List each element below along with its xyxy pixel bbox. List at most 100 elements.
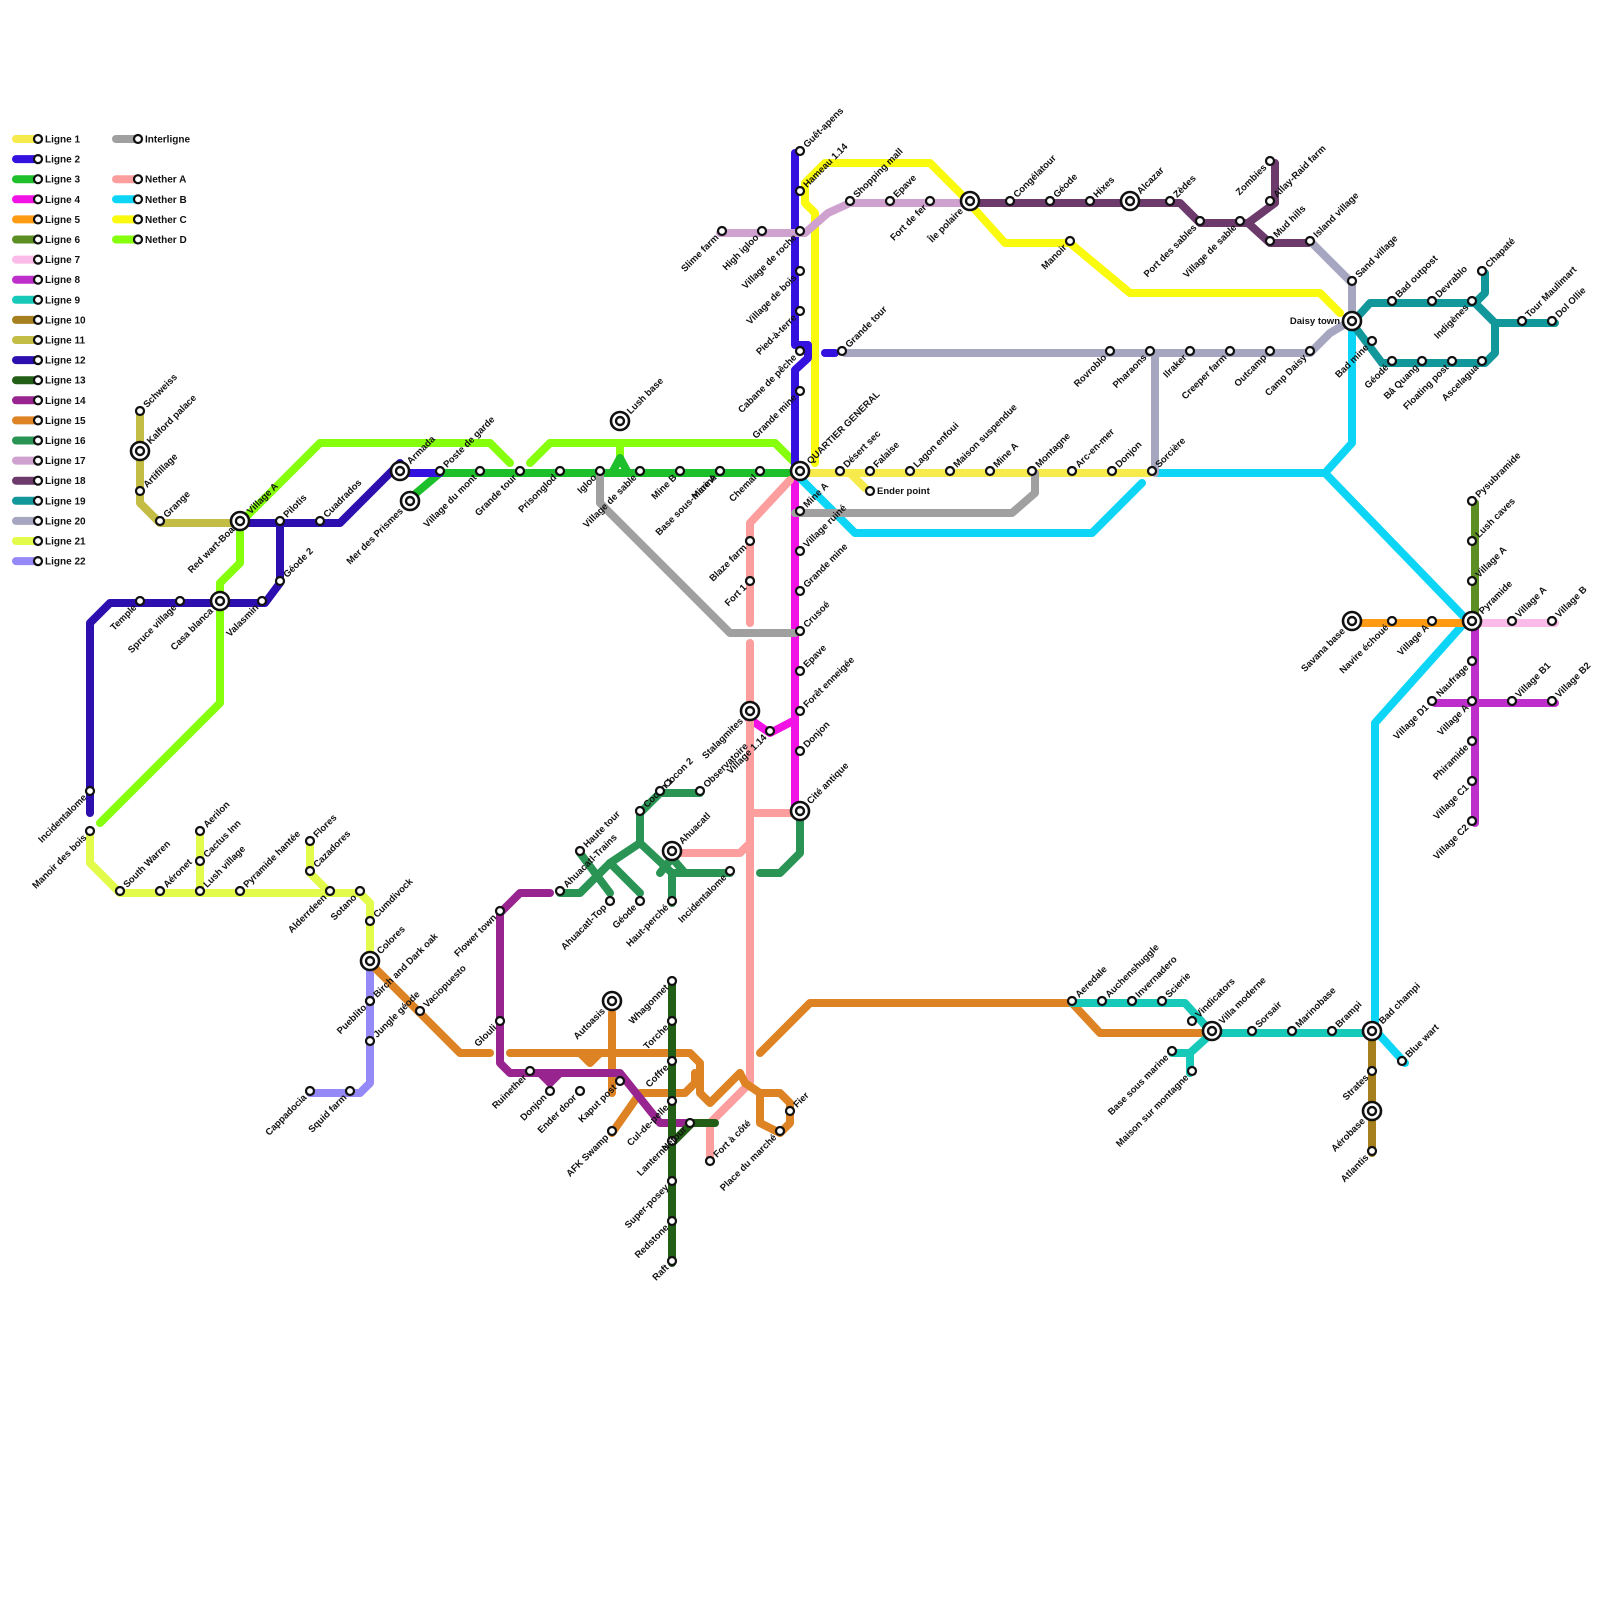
station[interactable]: Montagne	[1028, 431, 1073, 475]
station-marker	[636, 467, 644, 475]
station[interactable]: Daisy town	[1290, 312, 1361, 330]
station[interactable]: Pyramide hantée	[236, 829, 303, 895]
interchange-marker-inner	[796, 807, 804, 815]
station[interactable]: Epave	[796, 643, 829, 675]
interchange-marker-inner	[608, 997, 616, 1005]
station[interactable]: Village D1	[1392, 697, 1436, 742]
station-label: Blaze farm	[708, 542, 750, 584]
station[interactable]: Devrablo	[1428, 264, 1470, 305]
legend-item: Nether D	[116, 235, 187, 246]
station-label: Colores	[375, 924, 408, 957]
station[interactable]: Chapaté	[1478, 236, 1518, 275]
legend-label: Ligne 2	[45, 155, 80, 166]
station[interactable]: Grande tour	[838, 304, 890, 355]
station-label: Scierie	[1163, 970, 1193, 1000]
station-marker	[496, 1017, 504, 1025]
station[interactable]: Cumdivock	[366, 876, 416, 925]
station[interactable]: Village B1	[1508, 660, 1554, 705]
legend-item: Ligne 4	[16, 195, 80, 206]
station[interactable]: Atlantis	[1339, 1147, 1376, 1185]
station-marker	[1468, 657, 1476, 665]
station-label: Tour Maulimart	[1523, 264, 1579, 320]
station-marker	[546, 1087, 554, 1095]
legend-station-icon	[34, 256, 42, 264]
station-marker	[1106, 347, 1114, 355]
station-label: Île polaire	[925, 205, 966, 246]
station[interactable]: Pysubramide	[1468, 450, 1523, 505]
station[interactable]: Jungle géode	[366, 989, 422, 1045]
station-marker	[1266, 237, 1274, 245]
station-label: Alderrdeen	[286, 892, 329, 935]
station-label: Ahuacatl-Top	[559, 902, 609, 952]
station[interactable]: Island village	[1306, 190, 1361, 245]
station[interactable]: Village B2	[1548, 661, 1593, 705]
station[interactable]: Raft	[650, 1257, 676, 1283]
station-marker	[636, 807, 644, 815]
station[interactable]: Schweiss	[136, 372, 180, 415]
station-label: Village A	[245, 481, 281, 517]
station[interactable]: Village C1	[1432, 777, 1476, 822]
station-marker	[1368, 1067, 1376, 1075]
station-marker	[1006, 197, 1014, 205]
station[interactable]: Slime farm	[679, 227, 726, 275]
station[interactable]: Base sous marine	[1106, 1047, 1176, 1118]
station-label: Grande tour	[843, 304, 889, 350]
station[interactable]: Blue wart	[1398, 1022, 1442, 1065]
station[interactable]: Maison sur montagne	[1114, 1067, 1196, 1150]
station[interactable]: Village B	[1548, 584, 1590, 625]
metro-line-l16	[760, 813, 800, 873]
station[interactable]: Naufrage	[1434, 657, 1476, 699]
legend-item: Ligne 2	[16, 155, 80, 166]
station-marker	[676, 467, 684, 475]
station[interactable]: Crusoé	[796, 599, 832, 635]
station[interactable]: Vaciopuesto	[416, 963, 469, 1015]
legend-station-icon	[34, 236, 42, 244]
legend-item: Ligne 12	[16, 356, 86, 367]
station-marker	[1468, 777, 1476, 785]
legend-item: Ligne 9	[16, 295, 80, 306]
station-label: Sorsair	[1253, 999, 1284, 1030]
station[interactable]: Lush base	[611, 376, 666, 430]
station-marker	[1028, 467, 1036, 475]
station-marker	[1068, 997, 1076, 1005]
station-marker	[1468, 497, 1476, 505]
station[interactable]: Phiramide	[1431, 737, 1476, 783]
station-marker	[1148, 467, 1156, 475]
station-marker	[986, 467, 994, 475]
station-marker	[1306, 347, 1314, 355]
station-label: Géode	[611, 902, 640, 931]
station[interactable]: Base sous-marine	[654, 467, 724, 538]
station-marker	[746, 537, 754, 545]
station-marker	[1086, 197, 1094, 205]
metro-line-nb	[795, 473, 1142, 533]
station-marker	[1388, 357, 1396, 365]
station-marker	[1468, 697, 1476, 705]
station-label: Lush caves	[1473, 496, 1517, 540]
station[interactable]: Ender point	[866, 486, 931, 497]
legend-station-icon	[34, 437, 42, 445]
station[interactable]: Lagon enfoui	[906, 420, 961, 475]
interchange-marker-inner	[1368, 1107, 1376, 1115]
station-label: Coffre	[644, 1062, 672, 1090]
station-marker	[516, 467, 524, 475]
station[interactable]: Zombies	[1234, 157, 1274, 198]
legend-label: Ligne 10	[45, 315, 86, 326]
station-label: Autoasis	[572, 1006, 608, 1042]
legend-item: Ligne 8	[16, 275, 80, 286]
station[interactable]: Sand village	[1348, 233, 1400, 285]
station[interactable]: Kaput post	[576, 1077, 624, 1125]
station[interactable]: Cité antique	[791, 761, 851, 820]
station[interactable]: Ahuacatl-Top	[559, 897, 614, 953]
station-marker	[1478, 357, 1486, 365]
station[interactable]: Village C2	[1432, 817, 1476, 862]
station[interactable]: Maison suspendue	[946, 402, 1020, 475]
station-label: Torche	[642, 1022, 672, 1052]
station[interactable]: Donjon	[796, 719, 832, 755]
station[interactable]: AFK Swamp	[564, 1127, 616, 1179]
legend-label: Ligne 9	[45, 295, 80, 306]
interchange-marker-inner	[366, 957, 374, 965]
station-label: Marinobase	[1293, 985, 1338, 1030]
station[interactable]: Village A	[1508, 584, 1549, 625]
station-label: Mine A	[991, 441, 1021, 471]
